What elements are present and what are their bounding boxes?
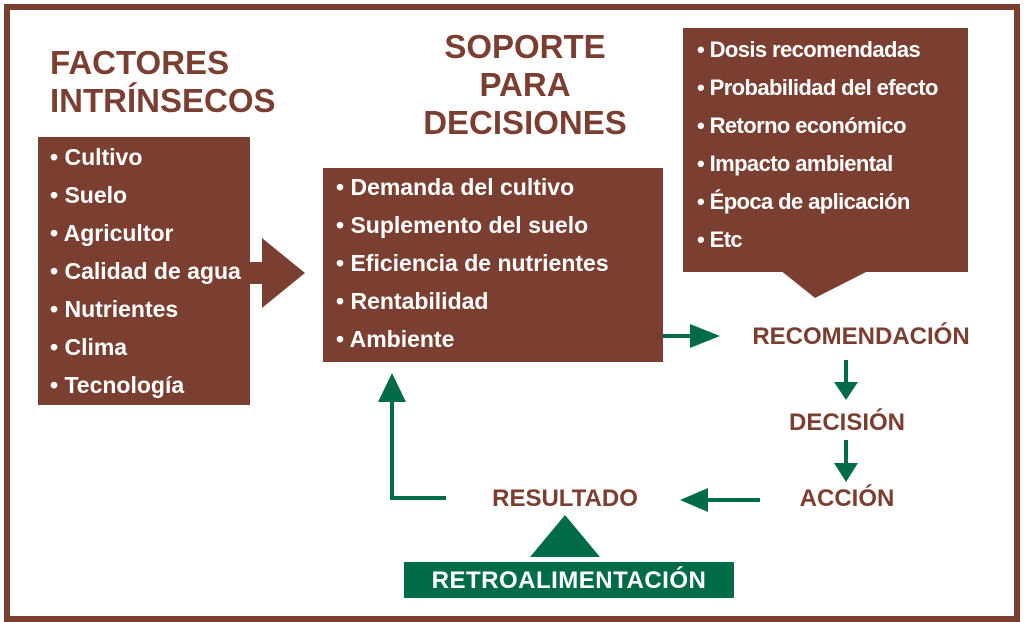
list-item: Impacto ambiental [697,145,968,183]
soporte-title-line: DECISIONES [423,104,627,141]
arrow-to-resultado [680,488,708,512]
list-item: Nutrientes [50,290,250,328]
soporte-title-line: PARA [479,66,571,103]
list-item: Calidad de agua [50,252,250,290]
list-item: Agricultor [50,214,250,252]
accion-label: ACCIÓN [799,485,895,512]
arrow-to-accion [834,463,858,482]
list-item: Suplemento del suelo [336,206,663,244]
list-item: Demanda del cultivo [336,168,663,206]
list-item: Ambiente [336,320,663,358]
soporte-title-line: SOPORTE [444,28,606,65]
list-item: Retorno económico [697,107,968,145]
callout-tail [780,270,870,298]
list-item: Cultivo [50,138,250,176]
diagram-frame [4,4,1020,622]
recomendacion-label: RECOMENDACIÓN [752,323,970,350]
list-item: Clima [50,328,250,366]
list-item: Suelo [50,176,250,214]
decision-label: DECISIÓN [788,409,906,436]
list-item: Etc [697,221,968,259]
feedback-line [390,398,446,500]
list-item: Eficiencia de nutrientes [336,244,663,282]
list-item: Rentabilidad [336,282,663,320]
factores-title: FACTORES INTRÍNSECOS [50,44,276,120]
arrow-to-decision [834,382,858,400]
resultado-label: RESULTADO [492,485,638,512]
list-item: Dosis recomendadas [697,31,968,69]
retroalimentacion-box: RETROALIMENTACIÓN [404,562,734,598]
list-item: Probabilidad del efecto [697,69,968,107]
big-arrow-right [248,238,305,308]
big-arrow-up [530,515,600,557]
soporte-title: SOPORTE PARA DECISIONES [400,28,650,142]
soporte-box: Demanda del cultivo Suplemento del suelo… [323,168,663,362]
factores-title-line: FACTORES [50,44,230,81]
arrow-to-recomendacion [690,324,720,348]
arrow-to-soporte [378,373,406,402]
factores-box: Cultivo Suelo Agricultor Calidad de agua… [38,137,250,405]
callout-box: Dosis recomendadas Probabilidad del efec… [683,28,968,272]
list-item: Época de aplicación [697,183,968,221]
list-item: Tecnología [50,366,250,404]
factores-title-line: INTRÍNSECOS [50,82,276,119]
